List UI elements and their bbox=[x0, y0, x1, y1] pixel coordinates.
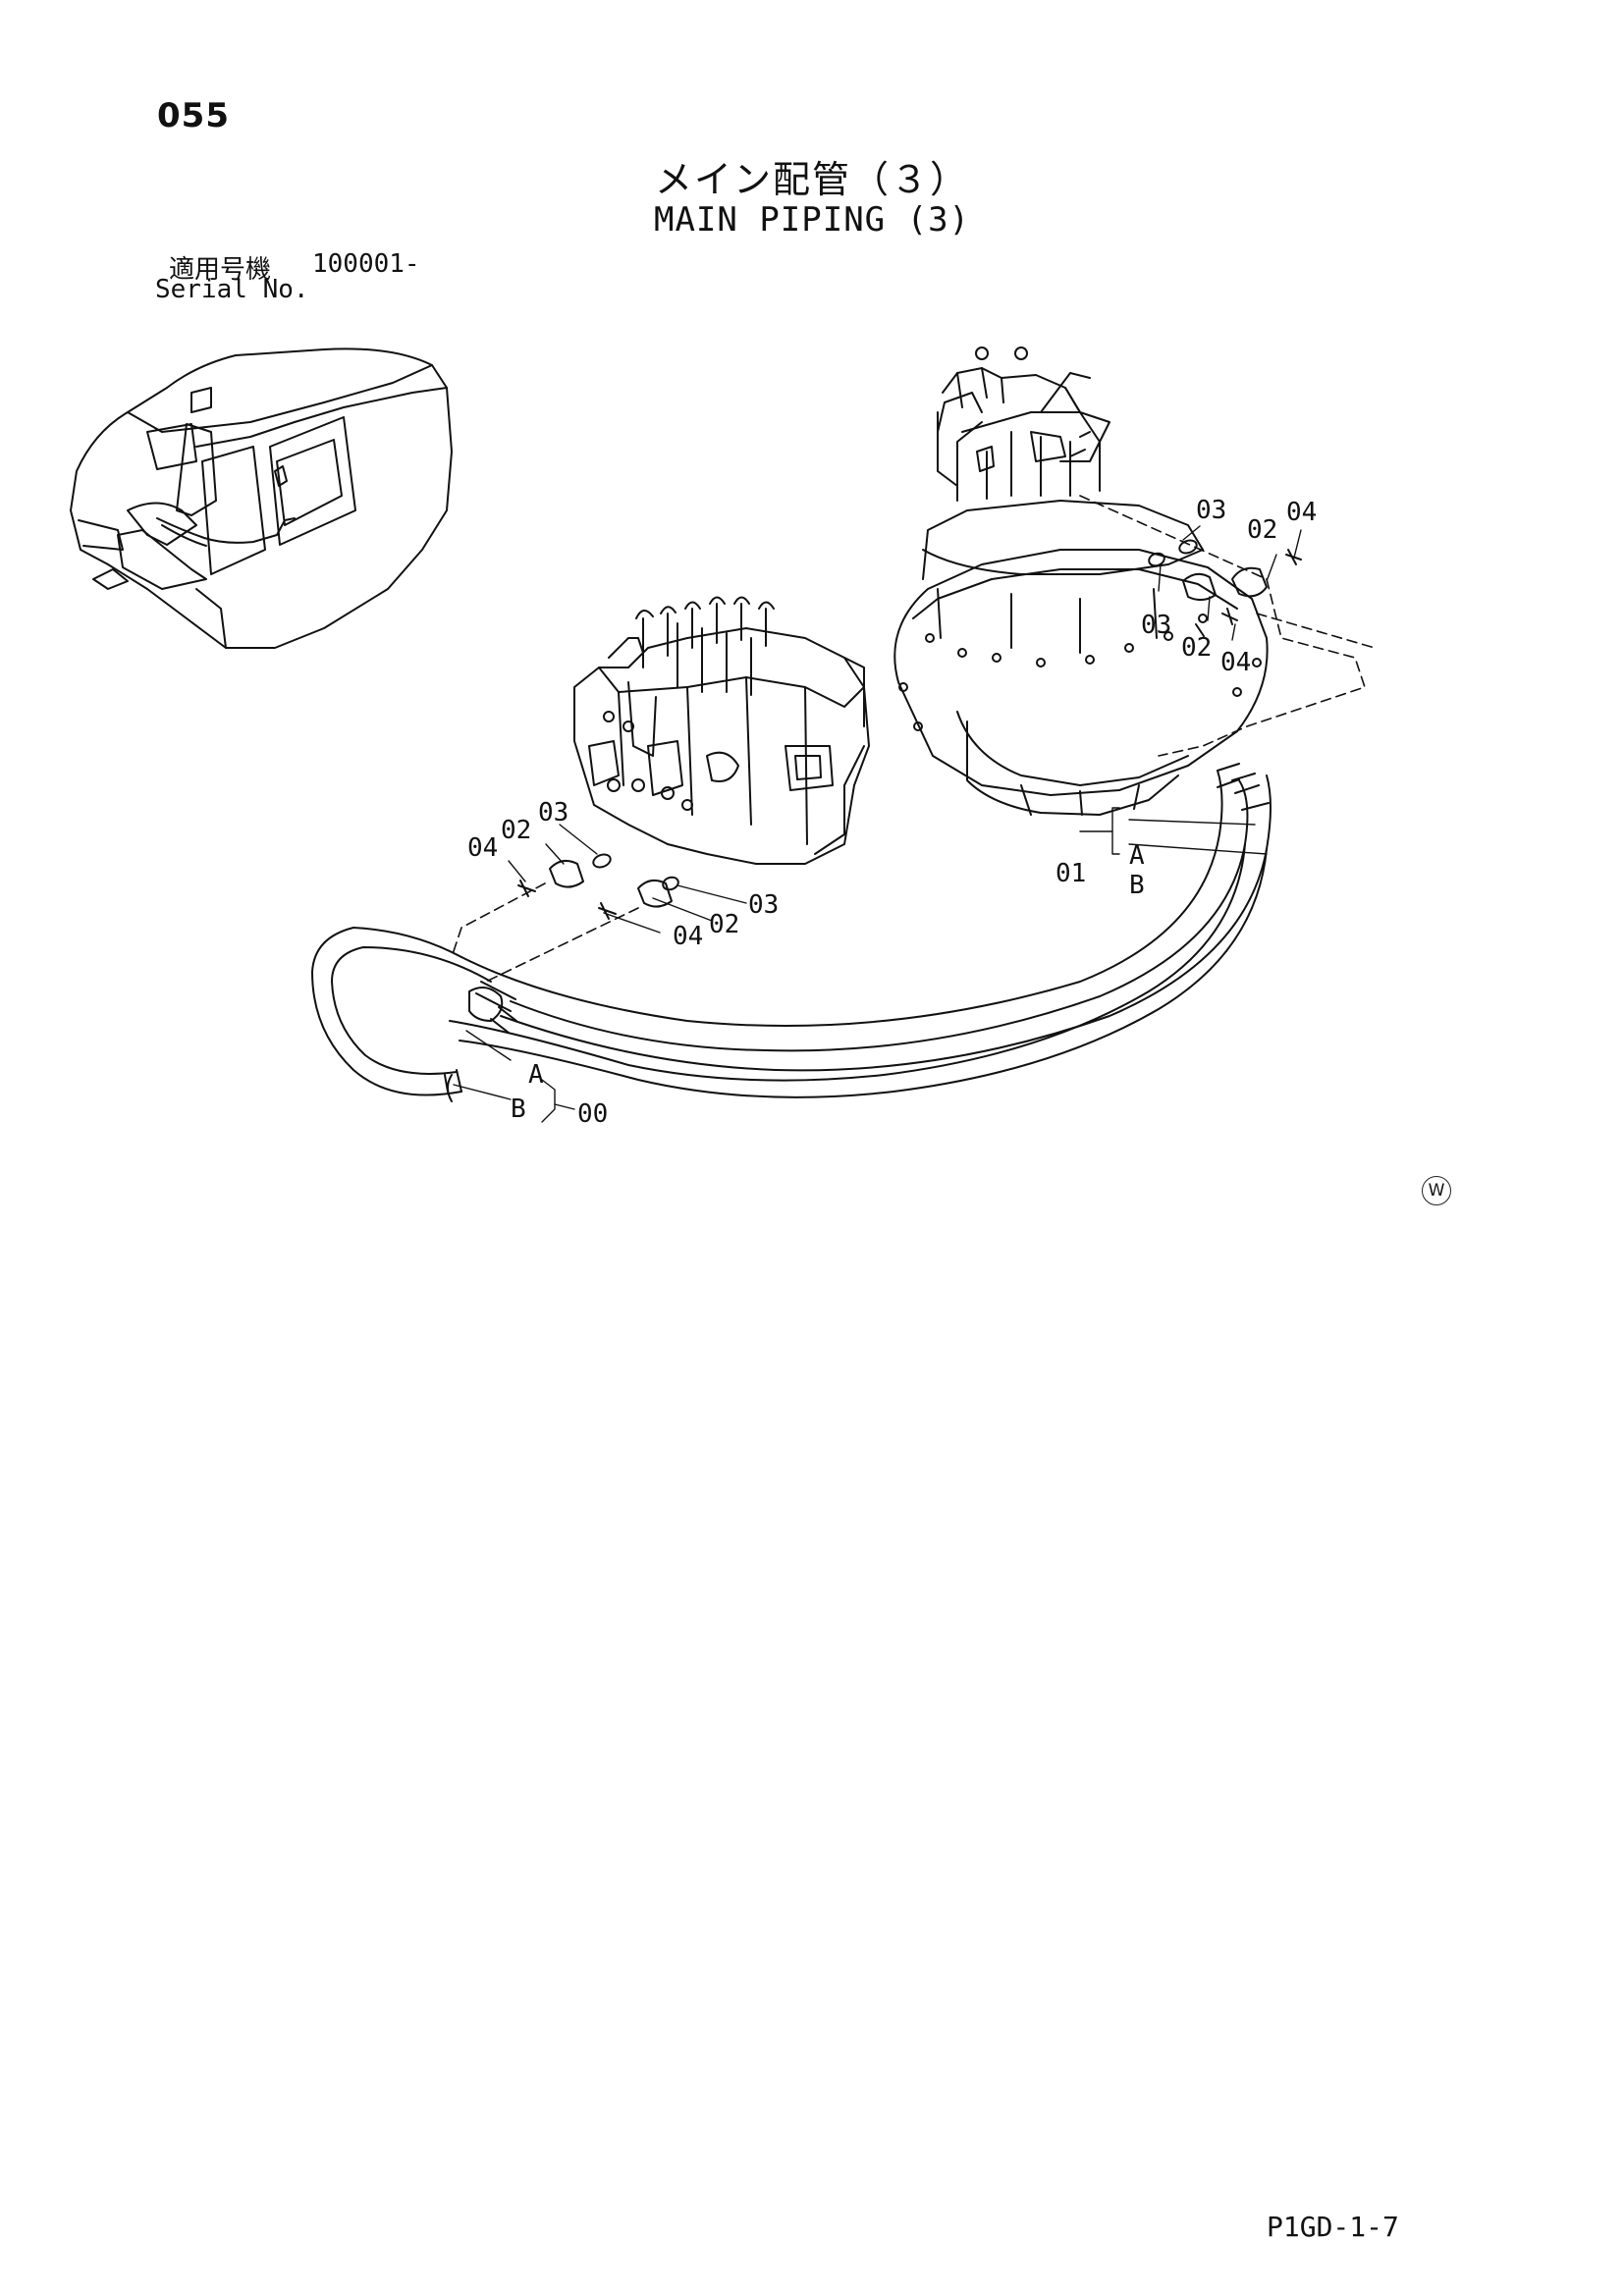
callout-hose-b-left: B bbox=[511, 1095, 526, 1124]
callout-02-upper-left: 02 bbox=[501, 816, 531, 845]
callout-hose-b-right: B bbox=[1129, 871, 1145, 900]
callout-03-upper-left: 03 bbox=[538, 798, 568, 828]
right-valve-fittings bbox=[1079, 495, 1376, 757]
left-valve-fittings bbox=[451, 853, 679, 983]
callout-04-lower-left: 04 bbox=[673, 922, 703, 951]
callout-02-lower-right: 02 bbox=[1181, 633, 1212, 663]
callout-03-upper-right: 03 bbox=[1196, 496, 1226, 525]
callout-04-upper-left: 04 bbox=[467, 833, 498, 863]
callout-02-upper-right: 02 bbox=[1247, 515, 1277, 545]
title-english: MAIN PIPING (3) bbox=[653, 200, 971, 240]
swing-motor bbox=[893, 347, 1269, 816]
callout-04-upper-right: 04 bbox=[1286, 498, 1317, 527]
callout-00: 00 bbox=[577, 1099, 608, 1129]
callout-hose-a-right: A bbox=[1129, 841, 1145, 871]
excavator-thumbnail bbox=[70, 347, 453, 649]
control-valve bbox=[573, 596, 870, 865]
callout-04-lower-right: 04 bbox=[1220, 648, 1251, 677]
document-code: P1GD-1-7 bbox=[1267, 2211, 1399, 2243]
callout-03-lower-left: 03 bbox=[748, 890, 779, 920]
serial-label-japanese: 適用号機 bbox=[169, 255, 272, 285]
page-number: 055 bbox=[157, 96, 230, 135]
callout-hose-a-left: A bbox=[528, 1060, 544, 1090]
callout-labels: 03 02 04 03 02 04 04 02 03 03 02 04 01 A… bbox=[467, 496, 1317, 1129]
serial-label-english: Serial No. bbox=[155, 275, 309, 304]
title-japanese: メイン配管（３） bbox=[654, 158, 969, 201]
callout-03-lower-right: 03 bbox=[1141, 611, 1171, 640]
hose-assembly bbox=[311, 763, 1272, 1102]
callout-01: 01 bbox=[1056, 859, 1086, 888]
watermark-badge: W bbox=[1422, 1176, 1451, 1205]
serial-value: 100001- bbox=[312, 249, 420, 279]
leader-lines bbox=[453, 525, 1302, 1123]
callout-02-lower-left: 02 bbox=[709, 910, 739, 939]
